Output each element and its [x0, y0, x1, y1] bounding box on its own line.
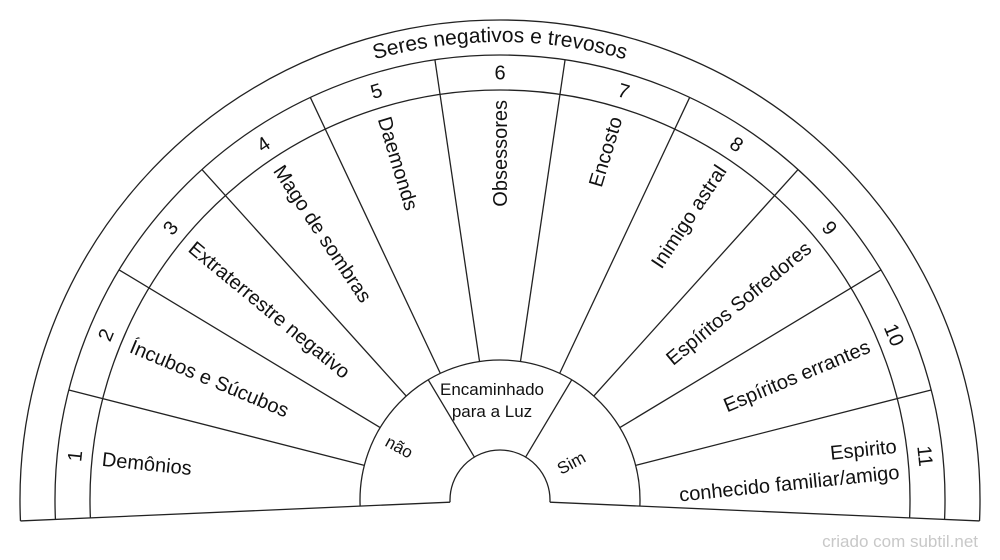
sector-label-10: Espíritos errantes: [721, 336, 874, 417]
sector-divider: [201, 169, 407, 397]
sector-number-8: 8: [726, 133, 747, 157]
sector-label-7-line: Encosto: [585, 114, 627, 190]
sector-number-5: 5: [368, 80, 385, 104]
sector-label-5-line: Daemonds: [373, 114, 422, 213]
sector-divider: [309, 97, 441, 374]
base-line-right: [549, 501, 980, 522]
num-ring-arc: [54, 54, 946, 520]
sector-number-6: 6: [494, 63, 505, 85]
inner-label-3-line: Sim: [554, 448, 589, 479]
sector-label-2: Íncubos e Súcubos: [126, 335, 292, 422]
sector-label-6-line: Obsessores: [490, 100, 512, 207]
sector-divider: [434, 59, 481, 362]
sector-divider: [519, 59, 566, 362]
inner-divider: [525, 379, 573, 458]
chart-lines: [19, 19, 981, 522]
inner-label-line: para a Luz: [452, 402, 532, 421]
sector-label-11-line: Espirito: [829, 436, 898, 465]
sector-label-1-line: Demônios: [101, 449, 193, 480]
sector-number-1: 1: [64, 449, 87, 462]
chart-title: Seres negativos e trevosos: [370, 24, 630, 64]
sector-label-4-line: Mago de sombras: [268, 161, 375, 306]
hub-ring-arc: [449, 449, 551, 503]
sector-number-11: 11: [912, 445, 936, 468]
chart-title-text: Seres negativos e trevosos: [370, 24, 630, 64]
inner-label-3: Sim: [554, 448, 589, 479]
sector-label-9-line: Espíritos Sofredores: [662, 238, 816, 370]
mid-ring-arc: [359, 359, 641, 507]
watermark: criado com subtil.net: [822, 532, 978, 551]
sector-number-9: 9: [817, 217, 841, 240]
sector-divider: [68, 389, 365, 467]
sector-number-3: 3: [159, 217, 183, 240]
sector-label-1: Demônios: [101, 449, 193, 480]
base-line-left: [20, 501, 451, 522]
sector-label-7: Encosto: [585, 114, 627, 190]
sector-label-6: Obsessores: [490, 100, 512, 207]
sector-divider: [635, 389, 932, 467]
inner-label-2: Encaminhado para a Luz: [440, 380, 544, 421]
sector-number-4: 4: [253, 133, 274, 157]
sector-label-4: Mago de sombras: [268, 161, 375, 306]
sector-number-10: 10: [879, 321, 908, 350]
inner-label-1-line: não: [382, 432, 416, 462]
sector-divider: [619, 269, 882, 429]
sector-number-7: 7: [615, 80, 632, 104]
out-ring-arc: [19, 19, 981, 521]
inner-label-1: não: [382, 432, 416, 462]
inner-label-line: Encaminhado: [440, 380, 544, 399]
sector-label-2-line: Íncubos e Súcubos: [126, 335, 292, 422]
sector-label-8-line: Inimigo astral: [647, 161, 731, 272]
sector-divider: [593, 169, 799, 397]
sector-divider: [559, 97, 691, 374]
sector-divider: [118, 269, 381, 429]
inner-divider: [427, 379, 475, 458]
sector-label-10-line: Espíritos errantes: [721, 336, 874, 417]
sec-ring-arc: [89, 89, 911, 518]
sector-label-5: Daemonds: [373, 114, 422, 213]
sector-number-2: 2: [94, 326, 119, 345]
sector-label-8: Inimigo astral: [647, 161, 731, 272]
sector-label-9: Espíritos Sofredores: [662, 238, 816, 370]
sector-label-11-line: conhecido familiar/amigo: [678, 462, 900, 507]
